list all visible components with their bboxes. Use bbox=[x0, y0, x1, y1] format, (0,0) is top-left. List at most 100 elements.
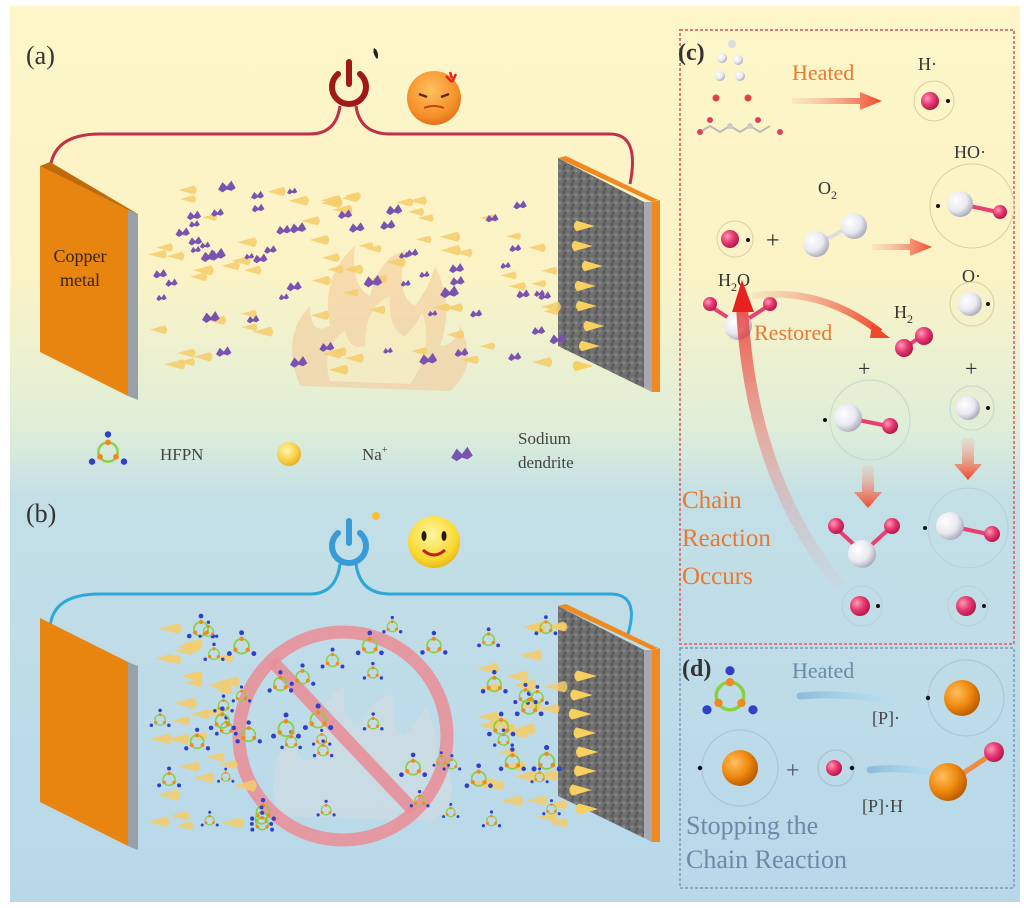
panel-c-border bbox=[679, 29, 1015, 645]
sodium-ion bbox=[149, 733, 172, 745]
sodium-ion bbox=[267, 187, 286, 197]
sodium-ion bbox=[358, 242, 374, 250]
o2-label: O2 bbox=[818, 178, 837, 202]
ho-radical-molecule bbox=[929, 163, 1015, 249]
hfpn-molecule-icon bbox=[87, 430, 129, 466]
wire-right-b bbox=[354, 563, 633, 635]
sodium-dendrite bbox=[211, 208, 224, 217]
sodium-dendrite bbox=[469, 309, 483, 318]
power-switch-icon-b bbox=[329, 512, 380, 566]
chain-reaction-caption-line1: Chain bbox=[682, 487, 742, 514]
sodium-ion bbox=[180, 671, 200, 681]
sodium-ion bbox=[508, 282, 526, 291]
hfpn-molecule bbox=[530, 744, 563, 773]
sodium-ion bbox=[505, 670, 529, 682]
h2o-label: H2O bbox=[718, 270, 750, 294]
sodium-ion bbox=[408, 207, 425, 216]
reaction-arrow-d bbox=[866, 765, 944, 778]
chain-return-arrow-head bbox=[732, 280, 754, 312]
hfpn-molecule bbox=[270, 711, 302, 740]
sodium-ion bbox=[171, 716, 190, 726]
sodium-ion-deposited bbox=[572, 360, 594, 372]
wire-left bbox=[48, 105, 342, 172]
sodium-ion bbox=[205, 752, 225, 762]
down-arrow-left bbox=[854, 466, 882, 508]
stopping-caption-line1: Stopping the bbox=[686, 811, 818, 840]
sodium-ion bbox=[527, 795, 548, 806]
sodium-ion bbox=[531, 280, 547, 288]
h-radical-atom bbox=[913, 80, 955, 122]
sodium-ion bbox=[178, 761, 200, 772]
sodium-ion bbox=[242, 323, 258, 332]
sodium-dendrite bbox=[500, 261, 511, 269]
h-radical-label: H· bbox=[918, 54, 937, 74]
restored-arrow bbox=[751, 290, 883, 335]
sodium-dendrite bbox=[199, 241, 211, 249]
sodium-dendrite bbox=[405, 248, 419, 257]
sodium-dendrite-icon bbox=[451, 446, 473, 462]
sodium-dendrite bbox=[188, 236, 203, 246]
sodium-dendrite bbox=[153, 269, 168, 279]
sodium-ion bbox=[544, 680, 568, 693]
ho-radical-label: HO· bbox=[954, 142, 986, 162]
o-radical-atom bbox=[949, 281, 995, 327]
sodium-ion bbox=[178, 185, 197, 195]
sodium-dendrite bbox=[278, 293, 290, 301]
sodium-dendrite bbox=[289, 222, 307, 234]
sodium-dendrite bbox=[175, 227, 190, 237]
sodium-ion bbox=[506, 232, 521, 240]
sodium-dendrite bbox=[218, 180, 236, 193]
sodium-ion bbox=[541, 266, 558, 275]
sodium-ion bbox=[288, 195, 309, 206]
sodium-ion bbox=[311, 275, 331, 286]
panel-b-label: (b) bbox=[26, 499, 56, 528]
panel-a: (a) Copper metal bbox=[26, 41, 660, 400]
h-radical-product-right bbox=[947, 585, 989, 627]
panel-b: (b) bbox=[26, 499, 660, 850]
panel-d-label: (d) bbox=[682, 656, 711, 682]
sodium-ion bbox=[221, 817, 244, 829]
sodium-ion bbox=[173, 697, 197, 710]
h2-label: H2 bbox=[894, 302, 913, 326]
sodium-dendrite bbox=[419, 270, 430, 278]
ph-product-label: [P]·H bbox=[862, 796, 903, 816]
panel-a-label: (a) bbox=[26, 41, 55, 70]
sodium-ion bbox=[164, 359, 186, 370]
ph-product-molecule bbox=[929, 742, 1004, 801]
hfpn-molecule bbox=[148, 707, 172, 728]
sodium-dendrite bbox=[156, 293, 167, 302]
organic-solvent-molecules bbox=[697, 40, 783, 135]
heated-label-c: Heated bbox=[792, 60, 854, 85]
restored-arrow-head bbox=[870, 324, 890, 338]
sodium-ion bbox=[532, 357, 553, 368]
h2o-product bbox=[828, 518, 900, 568]
p-radical-reactant bbox=[697, 729, 779, 807]
hfpn-molecule bbox=[200, 810, 220, 828]
panel-d-border bbox=[679, 647, 1015, 889]
heated-label-d: Heated bbox=[792, 658, 854, 683]
sodium-ion bbox=[439, 231, 461, 242]
sodium-ion bbox=[415, 235, 432, 244]
o2-molecule bbox=[803, 213, 867, 257]
copper-metal-label-line2: metal bbox=[60, 270, 100, 290]
no-fire-icon bbox=[232, 625, 454, 847]
copper-electrode-left-b bbox=[40, 618, 138, 850]
panel-d: (d) Heated [P]· + [P]·H Stopping bbox=[679, 647, 1015, 889]
sodium-dendrite bbox=[348, 222, 365, 233]
ho-radical-molecule-2 bbox=[823, 379, 911, 461]
sodium-ion bbox=[518, 649, 543, 662]
sodium-ion bbox=[180, 195, 196, 203]
sodium-ion bbox=[157, 789, 181, 801]
sodium-ion bbox=[148, 249, 167, 259]
sodium-ion bbox=[190, 272, 208, 282]
sodium-dendrite bbox=[287, 187, 298, 195]
sodium-dendrite bbox=[276, 224, 291, 235]
sodium-ion bbox=[170, 810, 190, 821]
sodium-ion bbox=[155, 653, 174, 663]
hfpn-molecule bbox=[216, 767, 235, 784]
sodium-ion bbox=[310, 310, 330, 321]
sodium-ion bbox=[301, 216, 320, 226]
down-arrow-right bbox=[954, 438, 982, 480]
sodium-electrode-right-b bbox=[558, 604, 660, 842]
hfpn-molecule bbox=[202, 641, 226, 662]
